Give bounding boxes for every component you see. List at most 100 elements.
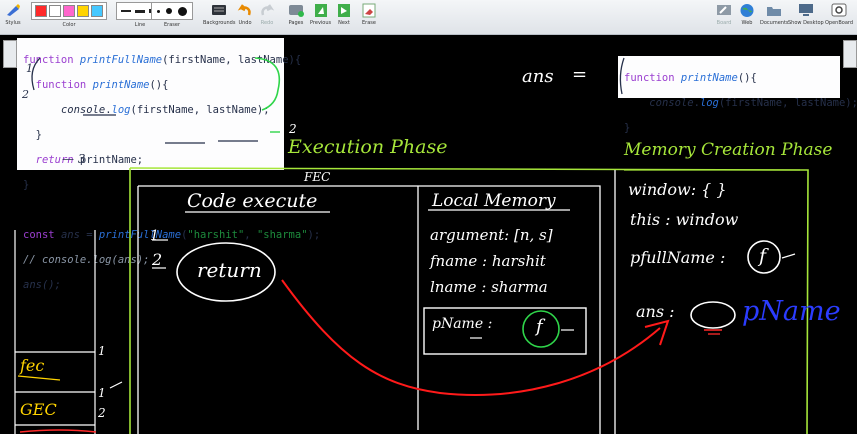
left-palette-handle[interactable] bbox=[3, 40, 17, 68]
code-annotation-2: 2 bbox=[22, 88, 29, 101]
color-label: Color bbox=[62, 22, 76, 28]
code-line-8: const ans = printFullName("harshit", "sh… bbox=[23, 228, 321, 241]
globe-icon bbox=[738, 2, 756, 18]
color-tool[interactable]: Color bbox=[31, 2, 107, 28]
code-line-10: ans(); bbox=[23, 278, 61, 291]
return-word: return bbox=[197, 258, 262, 282]
code-line-1: function printFullName(firstName, lastNa… bbox=[23, 53, 302, 66]
code-line-4: } bbox=[35, 128, 42, 141]
color-swatch-cyan[interactable] bbox=[91, 5, 103, 17]
stack-gec-label: GEC bbox=[20, 400, 57, 419]
openboard-toolbar: Stylus Color Line Eraser Backgro bbox=[0, 0, 857, 35]
window-entry: window: { } bbox=[628, 180, 727, 199]
code-line-6: } bbox=[23, 178, 30, 191]
backgrounds-tool[interactable]: Backgrounds bbox=[203, 2, 235, 26]
eraser-large-icon[interactable] bbox=[178, 6, 187, 16]
this-entry: this : window bbox=[630, 210, 739, 229]
pname-f-letter: f bbox=[536, 316, 543, 337]
ans-code-line-3: } bbox=[624, 121, 631, 134]
memory-creation-phase-label: Memory Creation Phase bbox=[624, 140, 833, 160]
eraser-medium-icon[interactable] bbox=[166, 8, 172, 14]
code-annotation-3: — 3 bbox=[62, 152, 86, 166]
ans-label: ans bbox=[522, 66, 554, 87]
backgrounds-label: Backgrounds bbox=[203, 20, 236, 26]
erase-button[interactable]: Erase bbox=[360, 2, 378, 26]
pname-blue-label: pName bbox=[742, 296, 841, 327]
next-button[interactable]: Next bbox=[335, 2, 353, 26]
line-label: Line bbox=[134, 22, 146, 28]
eraser-small-icon[interactable] bbox=[157, 9, 160, 13]
fname-entry: fname : harshit bbox=[430, 252, 546, 270]
equals-sign: = bbox=[572, 64, 588, 85]
board-button[interactable]: Board bbox=[715, 2, 733, 26]
execution-phase-label: Execution Phase bbox=[288, 136, 448, 158]
stylus-icon bbox=[4, 2, 22, 18]
ans-code-line-2: console.log(firstName, lastName); bbox=[649, 96, 857, 109]
color-swatch-yellow[interactable] bbox=[77, 5, 89, 17]
code-line-2: function printName(){ bbox=[35, 78, 169, 91]
line-thin-icon[interactable] bbox=[121, 10, 131, 12]
erase-label: Erase bbox=[362, 20, 376, 26]
pages-label: Pages bbox=[288, 20, 304, 26]
color-swatch-pink[interactable] bbox=[63, 5, 75, 17]
desktop-icon bbox=[797, 2, 815, 18]
pfullname-f-letter: f bbox=[759, 245, 767, 267]
openboard-label: OpenBoard bbox=[825, 20, 854, 26]
pages-button[interactable]: Pages bbox=[287, 2, 305, 26]
eraser-size-group bbox=[151, 2, 193, 20]
stylus-label: Stylus bbox=[5, 20, 21, 26]
color-swatch-red[interactable] bbox=[35, 5, 47, 17]
documents-label: Documents bbox=[760, 20, 789, 26]
pfullname-entry: pfullName : bbox=[630, 248, 726, 267]
web-label: Web bbox=[741, 20, 753, 26]
code-execute-label: Code execute bbox=[187, 190, 318, 212]
eraser-tool[interactable]: Eraser bbox=[151, 2, 193, 28]
code-line-9: // console.log(ans); bbox=[23, 253, 150, 266]
board-icon bbox=[715, 2, 733, 18]
color-swatch-group bbox=[31, 2, 107, 20]
arguments-entry: argument: [n, s] bbox=[430, 226, 553, 244]
code-line-5: return printName; bbox=[35, 153, 144, 166]
code-snippet-main: function printFullName(firstName, lastNa… bbox=[17, 38, 320, 291]
color-swatch-white[interactable] bbox=[49, 5, 61, 17]
step-2-label: 2 bbox=[152, 250, 163, 269]
code-line-3: console.log(firstName, lastName); bbox=[60, 103, 270, 116]
lname-entry: lname : sharma bbox=[430, 278, 548, 296]
eraser-label: Eraser bbox=[163, 22, 180, 28]
pname-entry: pName : bbox=[432, 316, 493, 332]
step-1-label: 1 bbox=[150, 228, 159, 244]
ans-code-line-1: function printName(){ bbox=[624, 71, 757, 84]
previous-label: Previous bbox=[310, 20, 332, 26]
stack-num-1a: 1 bbox=[98, 344, 106, 358]
undo-icon bbox=[236, 2, 254, 18]
stylus-tool[interactable]: Stylus bbox=[4, 2, 22, 26]
code-annotation-2b: 2 bbox=[289, 122, 297, 136]
redo-label: Redo bbox=[260, 20, 274, 26]
next-label: Next bbox=[338, 20, 350, 26]
code-snippet-ans: function printName(){ console.log(firstN… bbox=[618, 56, 857, 134]
ans-memory-entry: ans : bbox=[636, 302, 675, 321]
stack-num-2: 2 bbox=[98, 406, 106, 420]
stack-num-1b: 1 bbox=[98, 386, 106, 400]
openboard-menu-button[interactable]: OpenBoard bbox=[825, 2, 853, 26]
erase-page-icon bbox=[360, 2, 378, 18]
openboard-logo-icon bbox=[830, 2, 848, 18]
show-desktop-button[interactable]: Show Desktop bbox=[788, 2, 824, 26]
documents-button[interactable]: Documents bbox=[760, 2, 789, 26]
local-memory-label: Local Memory bbox=[432, 191, 556, 211]
pages-icon bbox=[287, 2, 305, 18]
backgrounds-icon bbox=[210, 2, 228, 18]
redo-icon bbox=[258, 2, 276, 18]
next-page-icon bbox=[335, 2, 353, 18]
redo-button[interactable]: Redo bbox=[258, 2, 276, 26]
line-medium-icon[interactable] bbox=[135, 9, 145, 13]
fec-label: FEC bbox=[304, 170, 331, 184]
undo-button[interactable]: Undo bbox=[236, 2, 254, 26]
stack-fec-label: fec bbox=[20, 356, 45, 375]
web-button[interactable]: Web bbox=[738, 2, 756, 26]
show-desktop-label: Show Desktop bbox=[788, 20, 824, 26]
previous-page-icon bbox=[312, 2, 330, 18]
undo-label: Undo bbox=[238, 20, 252, 26]
previous-button[interactable]: Previous bbox=[310, 2, 331, 26]
